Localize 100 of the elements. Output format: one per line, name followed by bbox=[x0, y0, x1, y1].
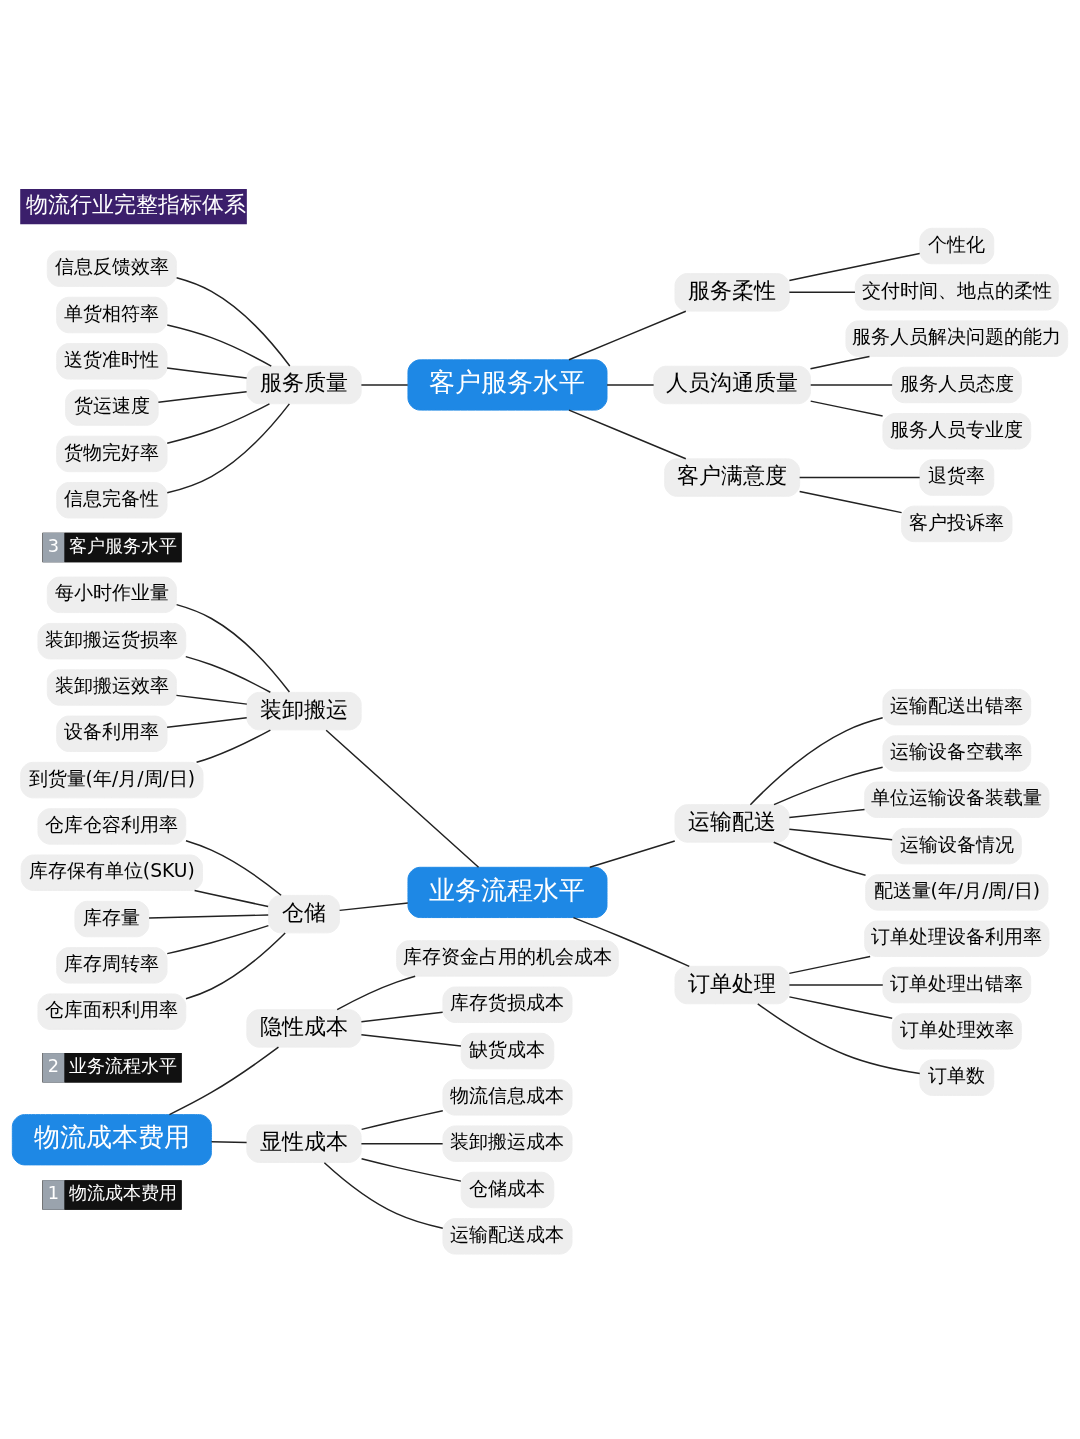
connector bbox=[175, 603, 291, 693]
node-box: 装卸搬运 bbox=[246, 691, 362, 731]
connector bbox=[568, 409, 687, 460]
node-box: 仓库面积利用率 bbox=[37, 993, 187, 1030]
node-box: 库存资金占用的机会成本 bbox=[396, 940, 619, 977]
node-box: 人员沟通质量 bbox=[653, 365, 811, 405]
node-box: 缺货成本 bbox=[460, 1032, 555, 1070]
connector bbox=[185, 932, 286, 1000]
node-box: 装卸搬运效率 bbox=[46, 669, 177, 706]
connector bbox=[195, 729, 272, 764]
node-box: 货运速度 bbox=[65, 389, 159, 426]
connector bbox=[809, 355, 871, 370]
node-box: 客户满意度 bbox=[664, 458, 801, 497]
node-box: 运输设备情况 bbox=[891, 827, 1022, 865]
node-box: 到货量(年/月/周/日) bbox=[20, 761, 204, 799]
node-box: 业务流程水平 bbox=[407, 866, 608, 919]
connector bbox=[773, 841, 867, 876]
connector bbox=[788, 291, 856, 294]
node-box: 订单处理设备利用率 bbox=[864, 920, 1050, 957]
connector bbox=[360, 1034, 462, 1047]
node-box: 客户服务水平 bbox=[407, 359, 608, 411]
node-box: 订单处理 bbox=[674, 965, 790, 1005]
node-box: 送货准时性 bbox=[56, 343, 168, 380]
node-box: 信息完备性 bbox=[56, 482, 168, 519]
connector bbox=[325, 729, 480, 868]
node-box: 物流信息成本 bbox=[442, 1079, 573, 1116]
node-box: 配送量(年/月/周/日) bbox=[865, 874, 1049, 911]
node-box: 订单处理出错率 bbox=[882, 966, 1032, 1004]
connector bbox=[166, 717, 248, 729]
connector bbox=[148, 914, 269, 919]
node-box: 运输设备空载率 bbox=[882, 735, 1032, 772]
node-box: 服务人员解决问题的能力 bbox=[845, 320, 1069, 357]
node-box: 客户投诉率 bbox=[901, 505, 1013, 543]
connector bbox=[606, 384, 655, 386]
node-box: 隐性成本 bbox=[246, 1009, 362, 1048]
connector bbox=[166, 924, 270, 955]
node-box: 服务人员专业度 bbox=[882, 413, 1032, 450]
node-box: 退货率 bbox=[919, 459, 995, 496]
node-box: 库存保有单位(SKU) bbox=[20, 854, 203, 891]
diagram-title: 物流行业完整指标体系 bbox=[26, 192, 247, 218]
node-box: 服务柔性 bbox=[674, 273, 790, 312]
connector bbox=[788, 828, 893, 841]
node-box: 货物完好率 bbox=[56, 435, 168, 473]
connector bbox=[193, 889, 269, 908]
node-box: 库存量 bbox=[74, 900, 150, 938]
node-box: 库存周转率 bbox=[56, 947, 168, 984]
connector bbox=[168, 1046, 280, 1116]
connector bbox=[788, 808, 866, 819]
node-box: 每小时作业量 bbox=[46, 576, 177, 614]
connector bbox=[757, 1003, 921, 1075]
connector bbox=[798, 490, 903, 514]
connector bbox=[788, 252, 921, 282]
node-box: 设备利用率 bbox=[56, 715, 168, 752]
connector bbox=[323, 1161, 444, 1229]
connector bbox=[166, 324, 272, 367]
node-box: 仓储 bbox=[268, 894, 340, 934]
connector bbox=[749, 717, 884, 806]
node-box: 信息反馈效率 bbox=[46, 250, 177, 287]
connector bbox=[185, 839, 282, 896]
connector bbox=[166, 367, 248, 379]
connector bbox=[788, 984, 884, 986]
node-box: 运输配送成本 bbox=[442, 1218, 573, 1255]
node-box: 仓库仓容利用率 bbox=[37, 808, 187, 845]
connector bbox=[809, 384, 893, 386]
connector bbox=[338, 902, 409, 912]
connector bbox=[809, 400, 884, 417]
node-box: 运输配送出错率 bbox=[882, 688, 1032, 726]
node-box: 单货相符率 bbox=[56, 296, 168, 334]
node-box: 装卸搬运成本 bbox=[442, 1125, 573, 1162]
node-box: 仓储成本 bbox=[460, 1171, 555, 1209]
connector bbox=[360, 1110, 444, 1131]
connector bbox=[157, 390, 248, 403]
connector bbox=[185, 655, 272, 693]
connector bbox=[175, 277, 291, 367]
connector bbox=[360, 1011, 444, 1023]
node-box: 订单处理效率 bbox=[891, 1013, 1022, 1050]
connector bbox=[360, 384, 409, 386]
connector bbox=[360, 1142, 444, 1145]
node-box: 个性化 bbox=[919, 227, 995, 265]
node-box: 交付时间、地点的柔性 bbox=[854, 274, 1059, 311]
connector bbox=[175, 694, 248, 705]
node-box: 订单数 bbox=[919, 1059, 995, 1096]
connector bbox=[166, 403, 291, 494]
connector bbox=[166, 403, 271, 444]
node-box: 装卸搬运货损率 bbox=[37, 622, 187, 660]
connector bbox=[788, 955, 871, 975]
node-box: 运输配送 bbox=[674, 804, 790, 843]
connector bbox=[798, 476, 921, 479]
connector bbox=[336, 975, 416, 1011]
connector bbox=[568, 310, 687, 361]
node-box: 库存货损成本 bbox=[442, 986, 573, 1023]
node-box: 显性成本 bbox=[246, 1124, 362, 1163]
connector bbox=[788, 996, 893, 1019]
connector bbox=[210, 1141, 248, 1144]
node-box: 单位运输设备装载量 bbox=[864, 781, 1050, 819]
node-box: 服务人员态度 bbox=[891, 366, 1022, 404]
connector bbox=[360, 1158, 462, 1182]
connector bbox=[589, 840, 676, 868]
connector bbox=[572, 916, 690, 968]
connector bbox=[773, 766, 884, 806]
